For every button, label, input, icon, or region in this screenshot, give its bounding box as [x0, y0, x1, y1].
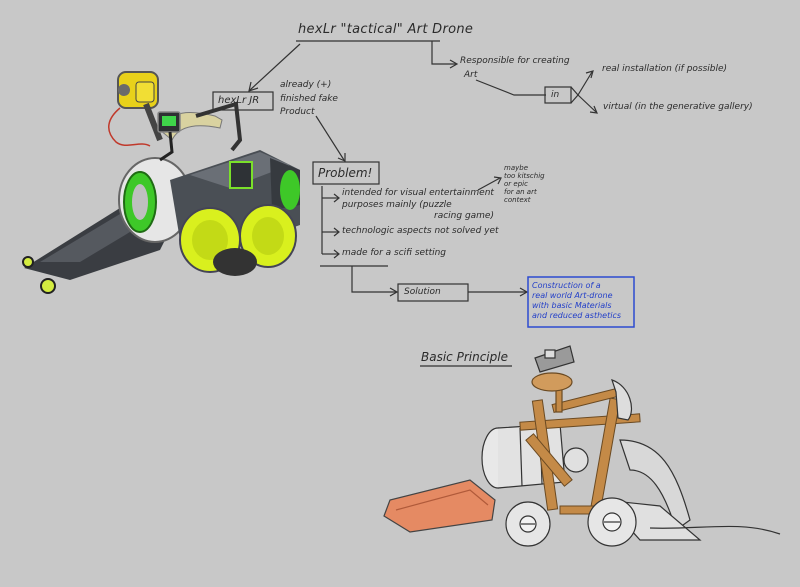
problem-point-3: made for a scifi setting: [342, 248, 447, 258]
responsible-line-1: Responsible for creating: [460, 56, 570, 66]
product-note-3: Product: [280, 107, 315, 117]
product-note-2: finished fake: [280, 94, 338, 104]
problem-point-1-line-2: purposes mainly (puzzle: [342, 200, 452, 210]
side-note-4: for an art: [504, 188, 537, 196]
diagram-title: hexLr "tactical" Art Drone: [298, 22, 474, 37]
product-note-1: already (+): [280, 80, 332, 90]
problem-point-2: technologic aspects not solved yet: [342, 226, 499, 236]
sketch-image: [383, 345, 781, 547]
side-note-3: or epic: [504, 180, 528, 188]
branch-virtual: virtual (in the generative gallery): [603, 102, 753, 112]
solution-note-4: and reduced asthetics: [532, 311, 622, 320]
side-note-5: context: [504, 196, 531, 204]
in-label: in: [551, 90, 560, 100]
product-box-label: hexLr JR: [218, 95, 260, 106]
solution-note-3: with basic Materials: [532, 301, 612, 310]
problem-point-1-line-1: intended for visual entertainment: [342, 188, 494, 198]
section-title: Basic Principle: [421, 350, 508, 364]
problem-box-label: Problem!: [318, 166, 373, 180]
connector-lines: [212, 40, 598, 367]
side-note-2: too kitschig: [504, 172, 545, 180]
solution-box-label: Solution: [404, 287, 441, 297]
responsible-line-2: Art: [464, 70, 478, 80]
solution-note-2: real world Art-drone: [532, 291, 613, 300]
side-note-1: maybe: [504, 164, 529, 172]
solution-note-box: [527, 276, 635, 328]
branch-real: real installation (if possible): [602, 64, 728, 74]
problem-point-1-line-3: racing game): [434, 211, 494, 221]
solution-note-1: Construction of a: [532, 281, 601, 290]
robot-render-image: [22, 71, 300, 294]
